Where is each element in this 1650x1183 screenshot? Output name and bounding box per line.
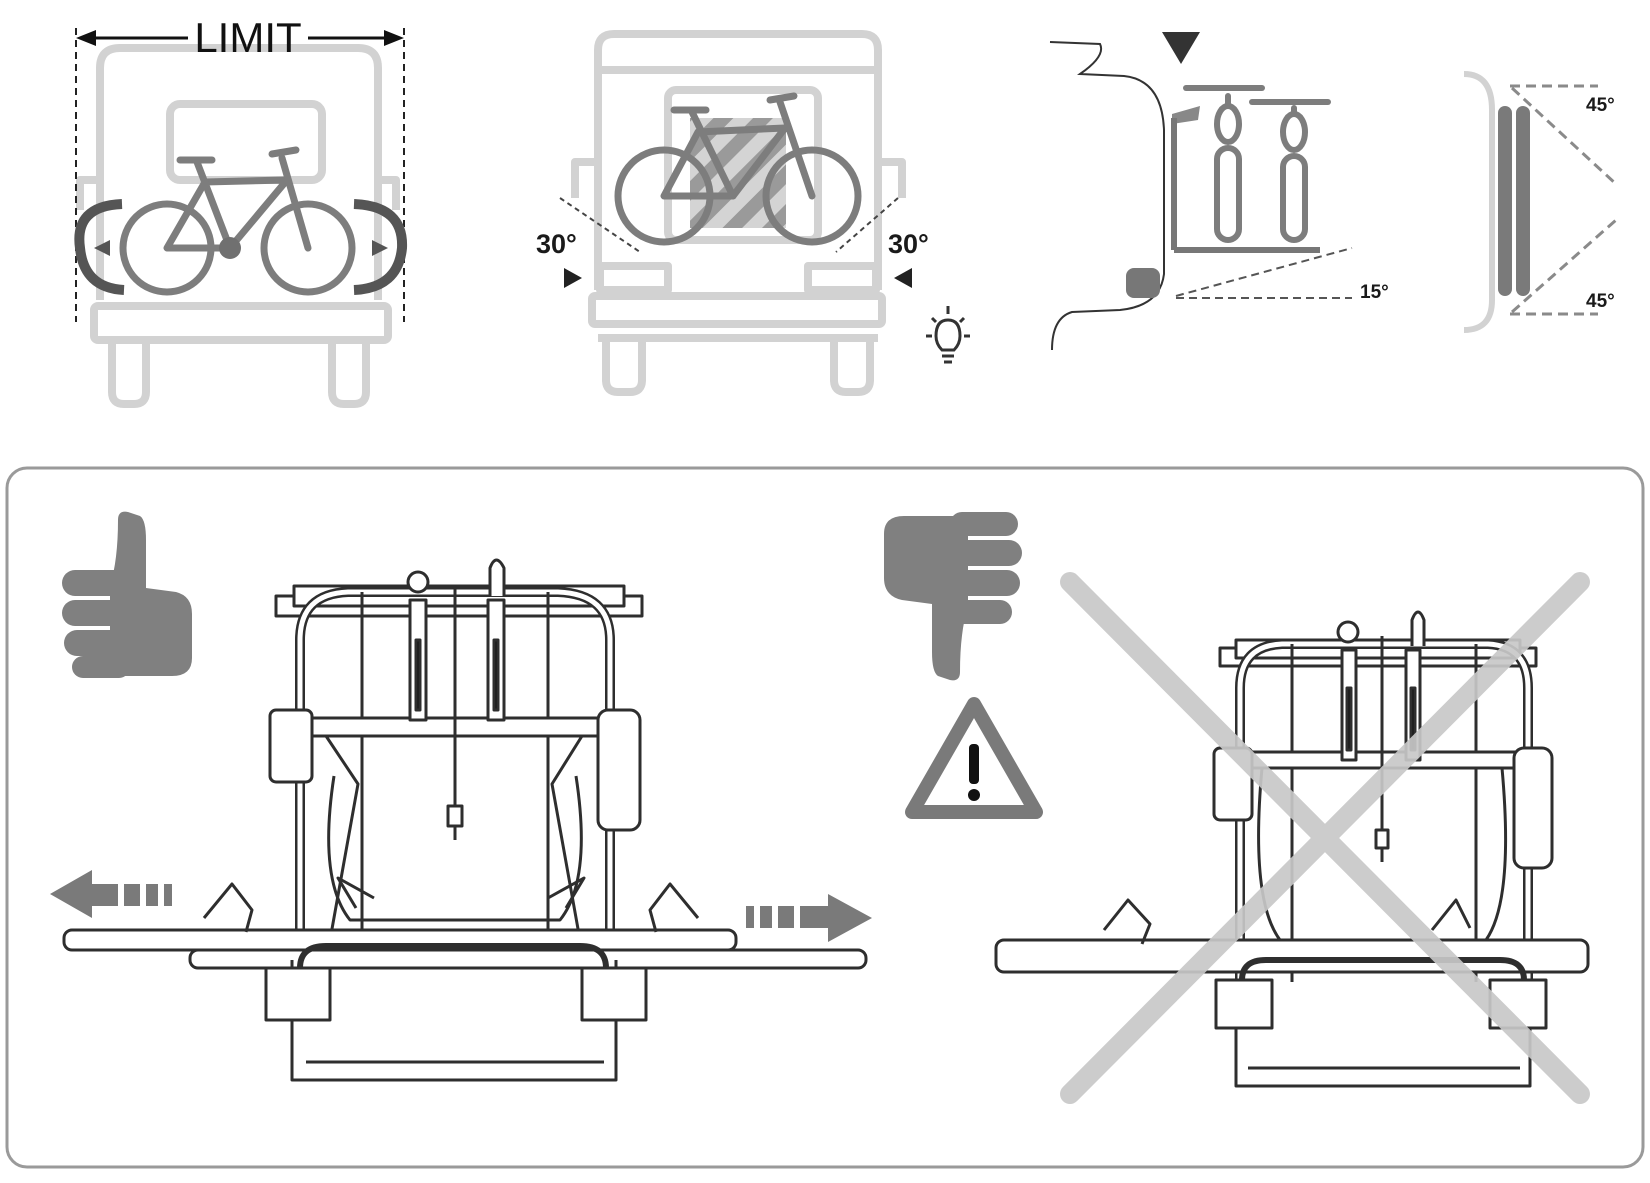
light-bulb-icon — [926, 306, 970, 364]
extend-left-arrow-icon — [50, 870, 172, 918]
left-angle-label: 30° — [536, 229, 577, 259]
lights-visibility-panel: 30° 30° — [536, 30, 970, 396]
cross-out-mark — [1060, 572, 1590, 1104]
thumbs-down-icon — [884, 512, 1022, 681]
limit-label: LIMIT — [194, 14, 301, 61]
bottom-angle-label: 45° — [1586, 291, 1615, 312]
top-angle-label: 45° — [1586, 95, 1615, 116]
thumbs-up-icon — [62, 511, 192, 678]
folded-view-panel: 45° 45° — [1463, 71, 1618, 333]
width-limit-panel: LIMIT — [74, 14, 408, 408]
warning-triangle-icon — [905, 697, 1043, 819]
incorrect-bike-rack — [994, 610, 1590, 1088]
comparison-box — [5, 466, 1645, 1169]
side-angle-label: 15° — [1360, 282, 1389, 303]
extend-right-arrow-icon — [746, 894, 872, 942]
right-angle-label: 30° — [888, 229, 929, 259]
correct-bike-rack — [62, 558, 868, 1082]
side-view-panel: 15° — [1049, 32, 1389, 351]
